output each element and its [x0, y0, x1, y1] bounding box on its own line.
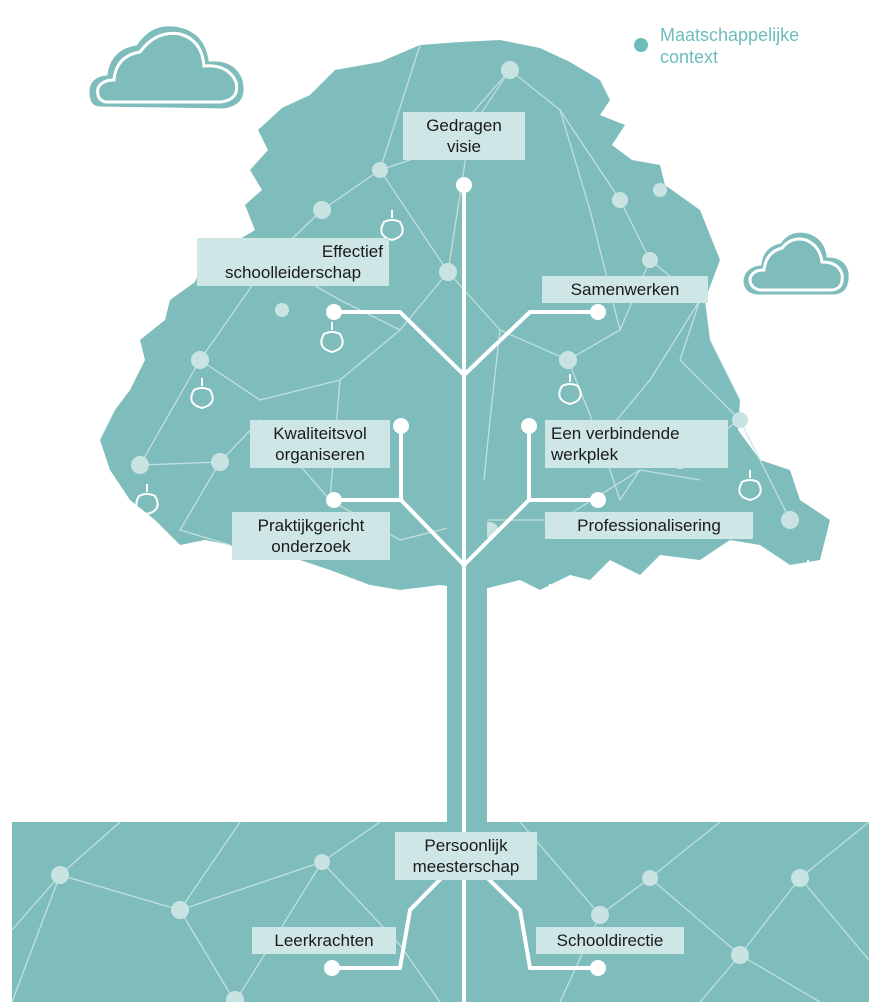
label-professionalisering: Professionalisering — [545, 512, 753, 539]
apple-icon — [738, 470, 762, 502]
tree-trunk — [447, 480, 487, 840]
cloud-icon — [86, 23, 247, 112]
apple-icon — [796, 560, 820, 592]
apple-icon — [174, 570, 198, 602]
cloud-icon — [740, 229, 852, 298]
legend-label: Maatschappelijke context — [660, 25, 800, 67]
label-effectief-schoolleiderschap: Effectief schoolleiderschap — [197, 238, 389, 286]
legend-dot-icon — [634, 38, 648, 52]
label-gedragen-visie: Gedragen visie — [403, 112, 525, 160]
legend: Maatschappelijke context — [634, 24, 800, 68]
apple-icon — [190, 378, 214, 410]
label-kwaliteitsvol-organiseren: Kwaliteitsvol organiseren — [250, 420, 390, 468]
ground-nodes — [51, 854, 809, 1002]
apple-icon — [558, 374, 582, 406]
label-een-verbindende-werkplek: Een verbindende werkplek — [545, 420, 728, 468]
label-praktijkgericht-onderzoek: Praktijkgericht onderzoek — [232, 512, 390, 560]
branch-nodes — [324, 177, 606, 976]
apple-icon — [135, 484, 159, 516]
label-samenwerken: Samenwerken — [542, 276, 708, 303]
label-schooldirectie: Schooldirectie — [536, 927, 684, 954]
apple-icon — [380, 210, 404, 242]
label-persoonlijk-meesterschap: Persoonlijk meesterschap — [395, 832, 537, 880]
apple-icon — [538, 584, 562, 616]
apple-icon — [320, 322, 344, 354]
label-leerkrachten: Leerkrachten — [252, 927, 396, 954]
